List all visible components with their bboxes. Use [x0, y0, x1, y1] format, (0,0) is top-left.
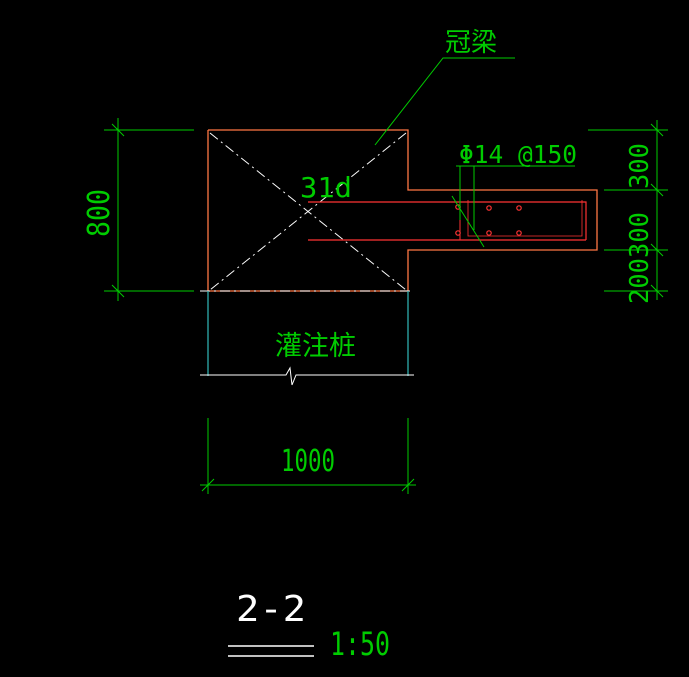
- dim-800-text: 800: [82, 189, 117, 237]
- anchorage-label: 31d: [300, 171, 352, 204]
- dim-800-tick-bottom: [111, 284, 125, 298]
- crown-beam-leader: [374, 57, 515, 146]
- dim-200-text: 200: [625, 258, 655, 304]
- crown-beam-diagonal-2: [209, 132, 407, 291]
- pile-break-line: [200, 366, 414, 386]
- rebar-spec-label: Φ14 @150: [459, 140, 577, 169]
- dim-right-tick: [650, 123, 664, 137]
- dim-300-upper-text: 300: [625, 143, 655, 189]
- rebar-leader-slash: [451, 195, 485, 248]
- rebar-top: [308, 201, 587, 240]
- dim-1000-tick-left: [201, 478, 215, 492]
- dim-1000-text: 1000: [281, 444, 335, 479]
- dim-right-tick: [650, 183, 664, 197]
- rebar-inner-loop: [467, 200, 583, 237]
- dim-800-tick-top: [111, 123, 125, 137]
- dim-1000-tick-right: [401, 478, 415, 492]
- dim-300-lower-text: 300: [625, 212, 655, 258]
- rebar-dot: [516, 205, 522, 211]
- pile-label: 灌注桩: [275, 331, 356, 362]
- rebar-dot: [455, 230, 461, 236]
- section-title: 2-2: [236, 589, 306, 630]
- crown-beam-label: 冠梁: [445, 28, 497, 58]
- rebar-dot: [486, 230, 492, 236]
- dim-right-tick: [650, 243, 664, 257]
- rebar-dot: [516, 230, 522, 236]
- scale-label: 1:50: [330, 625, 390, 663]
- rebar-dot: [486, 205, 492, 211]
- dim-right-tick: [650, 284, 664, 298]
